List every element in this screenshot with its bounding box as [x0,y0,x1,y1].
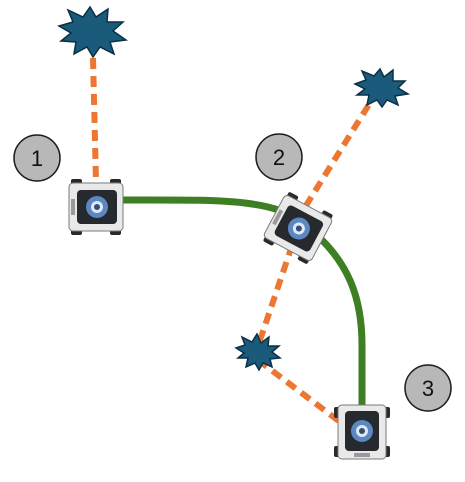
star-burst-icon [57,5,129,59]
step-number: 2 [273,145,285,170]
measurement-line [256,357,350,431]
landmark [353,67,411,109]
robot-step-1 [68,178,124,236]
robot-step-2 [260,190,336,266]
step-number: 3 [422,376,434,401]
star-burst-icon [353,67,411,109]
robot-icon [260,190,336,266]
robot-icon [333,404,391,460]
measurement-line [299,88,381,214]
landmark [234,332,282,372]
landmark [57,5,129,59]
measurement-lines [90,57,381,431]
star-burst-icon [234,332,282,372]
measurement-line [90,57,99,183]
step-marker-1: 1 [13,134,61,182]
step-marker-3: 3 [404,364,452,412]
step-marker-2: 2 [255,133,303,181]
robot-icon [68,178,124,236]
robot-step-3 [333,404,391,460]
step-number: 1 [31,146,43,171]
